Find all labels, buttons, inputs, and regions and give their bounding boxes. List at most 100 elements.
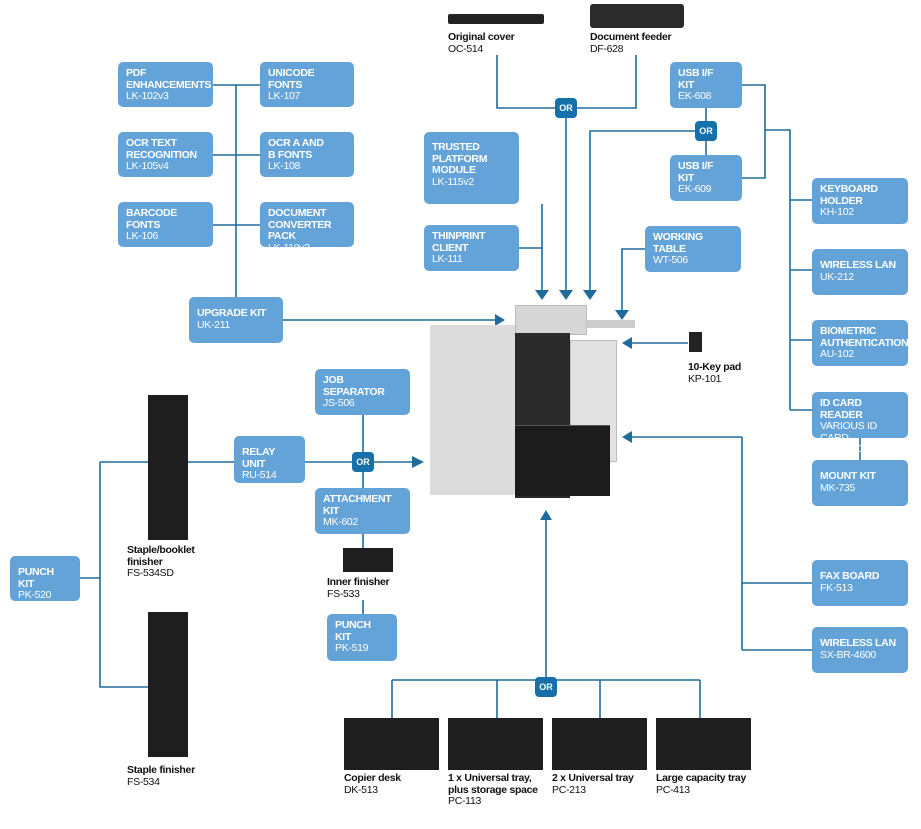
option-code: LK-111 xyxy=(432,253,463,265)
option-title: OCR TEXT RECOGNITION xyxy=(126,137,197,161)
option-code: PK-520 xyxy=(18,589,52,601)
keypad-image xyxy=(689,332,702,352)
label-code: FS-534SD xyxy=(127,567,174,579)
or-badge: OR xyxy=(535,677,557,697)
option-code: MK-602 xyxy=(323,516,358,528)
label-title: Document feeder xyxy=(590,31,672,43)
or-badge: OR xyxy=(555,98,577,118)
option-title: WORKING TABLE xyxy=(653,231,703,255)
document-feeder-image xyxy=(590,4,684,28)
label-code: DF-628 xyxy=(590,42,624,55)
option-title: THINPRINT CLIENT xyxy=(432,230,486,254)
option-code: LK-105v4 xyxy=(126,160,169,172)
option-title: USB I/F KIT xyxy=(678,160,714,184)
option-title: JOB SEPARATOR xyxy=(323,374,385,398)
option-code: LK-108 xyxy=(268,160,301,172)
option-code: LK-102v3 xyxy=(126,90,169,102)
option-code: EK-609 xyxy=(678,183,712,195)
option-title: ID CARD READER xyxy=(820,397,863,421)
option-code: LK-115v2 xyxy=(432,175,474,188)
option-code: KH-102 xyxy=(820,206,854,218)
option-code: LK-106 xyxy=(126,230,159,242)
option-title: BIOMETRIC AUTHENTICATION xyxy=(820,325,909,349)
inner-finisher-image xyxy=(343,548,393,572)
original-cover-image xyxy=(448,14,544,24)
option-code: AU-102 xyxy=(820,348,854,360)
option-title: RELAY UNIT xyxy=(242,446,275,470)
pc413-image xyxy=(656,718,751,770)
option-title: MOUNT KIT xyxy=(820,470,876,482)
option-code: UK-211 xyxy=(197,318,231,331)
option-code: MK-735 xyxy=(820,481,855,494)
option-title: BARCODE FONTS xyxy=(126,207,177,231)
label-title: Copier desk xyxy=(344,772,401,784)
option-title: UNICODE FONTS xyxy=(268,67,315,91)
label-code: FS-534 xyxy=(127,775,160,788)
or-badge: OR xyxy=(352,452,374,472)
label-title: Staple finisher xyxy=(127,764,195,776)
label-title: Staple/booklet finisher xyxy=(127,544,195,568)
option-code: LK-107 xyxy=(268,90,301,102)
option-code: EK-608 xyxy=(678,90,712,102)
option-title: OCR A AND B FONTS xyxy=(268,137,324,161)
label-code: PC-213 xyxy=(552,783,586,796)
option-title: DOCUMENT CONVERTER PACK xyxy=(268,207,332,242)
label-code: PC-413 xyxy=(656,783,690,796)
label-title: 1 x Universal tray, plus storage space xyxy=(448,772,538,796)
printer-image xyxy=(430,305,635,505)
pc113-image xyxy=(448,718,543,770)
label-code: KP-101 xyxy=(688,372,722,385)
option-title: PUNCH KIT xyxy=(335,619,371,643)
copier-desk-image xyxy=(344,718,439,770)
option-title: ATTACHMENT KIT xyxy=(323,493,392,517)
label-code: OC-514 xyxy=(448,42,483,55)
option-title: PUNCH KIT xyxy=(18,566,54,590)
or-badge: OR xyxy=(695,121,717,141)
option-title: WIRELESS LAN xyxy=(820,637,896,649)
option-code: RU-514 xyxy=(242,469,277,481)
option-title: USB I/F KIT xyxy=(678,67,714,91)
option-title: PDF ENHANCEMENTS xyxy=(126,67,212,91)
option-title: KEYBOARD HOLDER xyxy=(820,183,878,207)
option-title: TRUSTED PLATFORM MODULE xyxy=(432,141,488,176)
label-code: FS-533 xyxy=(327,587,360,600)
option-title: WIRELESS LAN xyxy=(820,259,896,271)
option-code: UK-212 xyxy=(820,270,854,283)
option-title: UPGRADE KIT xyxy=(197,307,267,319)
label-code: PC-113 xyxy=(448,795,482,807)
label-title: Inner finisher xyxy=(327,576,390,588)
option-code: PK-519 xyxy=(335,642,369,654)
label-code: DK-513 xyxy=(344,783,378,796)
label-title: 10-Key pad xyxy=(688,361,742,373)
